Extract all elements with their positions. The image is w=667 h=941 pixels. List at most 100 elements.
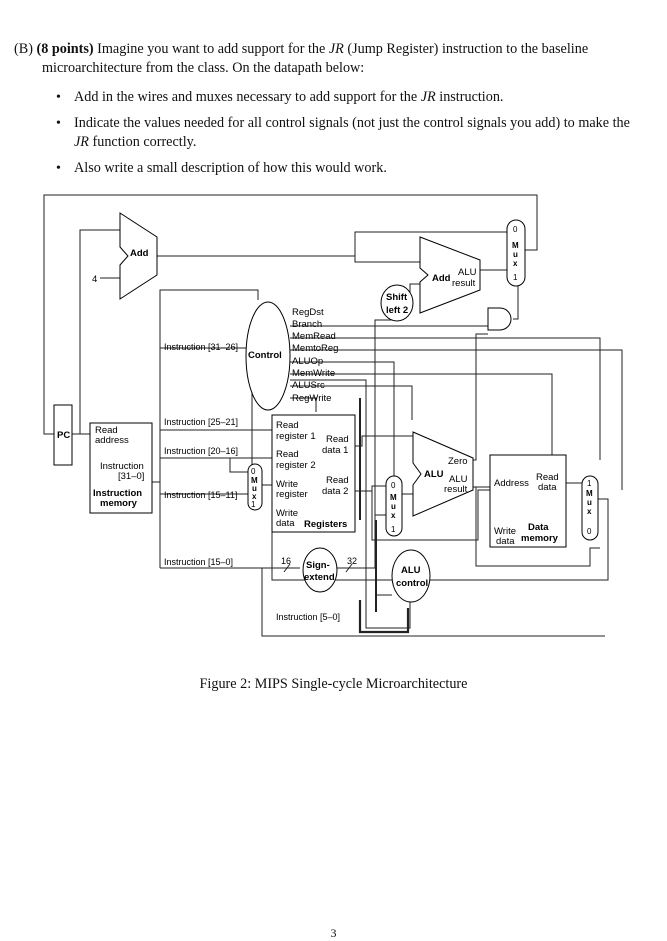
svg-text:Sign-: Sign- bbox=[306, 560, 330, 571]
register-file: Read register 1 Read register 2 Write re… bbox=[271, 414, 356, 533]
svg-text:x: x bbox=[391, 511, 396, 520]
svg-text:Address: Address bbox=[494, 478, 529, 489]
svg-text:memory: memory bbox=[521, 533, 559, 544]
svg-text:data 2: data 2 bbox=[322, 486, 348, 497]
svg-text:RegDst: RegDst bbox=[292, 307, 324, 318]
svg-text:memory: memory bbox=[100, 498, 138, 509]
pc-adder: Add bbox=[119, 212, 158, 300]
svg-text:PC: PC bbox=[57, 430, 70, 441]
sixteen-bits: 16 bbox=[281, 556, 291, 566]
svg-text:u: u bbox=[391, 502, 396, 511]
question-intro-cont: (Jump Register) instruction to the basel… bbox=[343, 41, 589, 57]
svg-text:data: data bbox=[496, 536, 515, 547]
shift-left-2: Shift left 2 bbox=[380, 284, 414, 322]
svg-text:ALUSrc: ALUSrc bbox=[292, 380, 325, 391]
svg-text:Zero: Zero bbox=[448, 456, 468, 467]
svg-text:u: u bbox=[513, 250, 518, 259]
svg-text:ALU: ALU bbox=[401, 565, 421, 576]
svg-text:1: 1 bbox=[587, 479, 592, 488]
svg-text:0: 0 bbox=[391, 481, 396, 490]
svg-text:M: M bbox=[586, 489, 593, 498]
sign-extend: Sign- extend bbox=[302, 547, 338, 593]
instr-name: JR bbox=[328, 41, 344, 57]
program-counter: PC bbox=[53, 404, 73, 466]
svg-text:register: register bbox=[276, 489, 308, 500]
svg-text:Add: Add bbox=[432, 273, 451, 284]
figure-caption: Figure 2: MIPS Single-cycle Microarchite… bbox=[199, 676, 468, 692]
question-points: (8 points) bbox=[36, 41, 94, 57]
svg-text:0: 0 bbox=[587, 527, 592, 536]
bullet-1: Add in the wires and muxes necessary to … bbox=[44, 88, 644, 107]
regdst-mux: 0 M u x 1 bbox=[247, 463, 263, 511]
thirtytwo-bits: 32 bbox=[347, 556, 357, 566]
branch-adder: Add ALU result bbox=[419, 236, 481, 314]
svg-text:ALU: ALU bbox=[449, 474, 468, 485]
svg-text:x: x bbox=[513, 259, 518, 268]
svg-text:Branch: Branch bbox=[292, 319, 322, 330]
svg-text:result: result bbox=[444, 484, 468, 495]
question-intro: Imagine you want to add support for the bbox=[97, 41, 329, 57]
instruction-memory: Read address Instruction [31–0] Instruct… bbox=[89, 422, 153, 514]
svg-text:u: u bbox=[252, 484, 257, 493]
svg-text:Data: Data bbox=[528, 522, 549, 533]
svg-text:register 1: register 1 bbox=[276, 431, 316, 442]
alu-control: ALU control bbox=[391, 549, 431, 603]
svg-text:Write: Write bbox=[276, 479, 298, 490]
instruction-field-labels: Instruction [31–26] Instruction [25–21] … bbox=[164, 342, 340, 622]
svg-text:Add: Add bbox=[130, 248, 149, 259]
datapath-wires bbox=[43, 194, 623, 637]
svg-text:1: 1 bbox=[251, 500, 256, 509]
memtoreg-mux: 1 M u x 0 bbox=[581, 475, 599, 541]
data-memory: Address Read data Write data Data memory bbox=[489, 454, 567, 548]
question-intro-line2: microarchitecture from the class. On the… bbox=[42, 60, 365, 76]
svg-text:result: result bbox=[452, 278, 476, 289]
svg-text:data: data bbox=[276, 518, 295, 529]
question-label: (B) bbox=[14, 41, 33, 57]
svg-text:Instruction [15–11]: Instruction [15–11] bbox=[164, 490, 237, 500]
svg-text:ALUOp: ALUOp bbox=[292, 356, 323, 367]
svg-text:Read: Read bbox=[326, 434, 349, 445]
svg-text:Control: Control bbox=[248, 350, 282, 361]
main-alu: ALU Zero ALU result bbox=[412, 431, 474, 517]
svg-text:extend: extend bbox=[304, 572, 335, 583]
svg-text:left 2: left 2 bbox=[386, 305, 408, 316]
svg-text:control: control bbox=[396, 578, 428, 589]
svg-text:M: M bbox=[251, 476, 258, 485]
svg-text:u: u bbox=[587, 498, 592, 507]
svg-text:MemWrite: MemWrite bbox=[292, 368, 335, 379]
svg-text:Write: Write bbox=[276, 508, 298, 519]
svg-text:1: 1 bbox=[391, 525, 396, 534]
control-unit: Control bbox=[245, 301, 291, 411]
svg-text:Instruction [20–16]: Instruction [20–16] bbox=[164, 446, 238, 456]
datapath-diagram: Add 4 PC Read address Instruction [31–0]… bbox=[43, 194, 623, 637]
svg-text:M: M bbox=[512, 241, 519, 250]
question-text: (B) (8 points) Imagine you want to add s… bbox=[14, 40, 644, 78]
svg-text:Shift: Shift bbox=[386, 292, 408, 303]
instruction-bullets: Add in the wires and muxes necessary to … bbox=[44, 88, 644, 185]
svg-text:Instruction [25–21]: Instruction [25–21] bbox=[164, 417, 238, 427]
svg-text:register 2: register 2 bbox=[276, 460, 316, 471]
svg-text:1: 1 bbox=[513, 273, 518, 282]
svg-text:x: x bbox=[587, 507, 592, 516]
svg-text:MemRead: MemRead bbox=[292, 331, 336, 342]
svg-text:Read: Read bbox=[326, 475, 349, 486]
svg-text:MemtoReg: MemtoReg bbox=[292, 343, 338, 354]
branch-and-gate bbox=[487, 307, 512, 331]
svg-text:ALU: ALU bbox=[458, 267, 477, 278]
page-number: 3 bbox=[330, 926, 337, 940]
alusrc-mux: 0 M u x 1 bbox=[385, 475, 403, 537]
svg-text:Instruction: Instruction bbox=[93, 488, 142, 499]
svg-text:data: data bbox=[538, 482, 557, 493]
bullet-2: Indicate the values needed for all contr… bbox=[44, 114, 644, 152]
svg-text:RegWrite: RegWrite bbox=[292, 393, 331, 404]
svg-text:Read: Read bbox=[276, 420, 299, 431]
svg-text:Instruction [5–0]: Instruction [5–0] bbox=[276, 612, 340, 622]
svg-text:Read: Read bbox=[276, 449, 299, 460]
svg-text:Registers: Registers bbox=[304, 519, 347, 530]
svg-text:Instruction [31–26]: Instruction [31–26] bbox=[164, 342, 238, 352]
svg-text:0: 0 bbox=[513, 225, 518, 234]
svg-text:[31–0]: [31–0] bbox=[118, 471, 144, 482]
svg-text:Instruction [15–0]: Instruction [15–0] bbox=[164, 557, 233, 567]
svg-text:M: M bbox=[390, 493, 397, 502]
svg-text:Write: Write bbox=[494, 526, 516, 537]
